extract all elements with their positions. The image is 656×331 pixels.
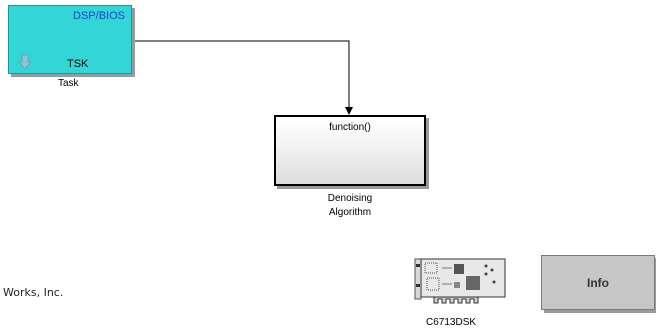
copyright-text: Works, Inc. <box>3 286 64 299</box>
function-caption-line1: Denoising <box>327 193 373 204</box>
function-block-caption[interactable]: Denoising Algorithm <box>300 192 400 220</box>
task-block-label: TSK <box>67 58 89 70</box>
board-caption[interactable]: C6713DSK <box>426 317 477 328</box>
circuit-board-icon[interactable] <box>414 256 506 306</box>
function-call-subsystem-block[interactable]: function() <box>274 115 426 186</box>
info-button[interactable]: Info <box>541 255 655 310</box>
task-block-header: DSP/BIOS <box>73 10 125 22</box>
down-arrow-icon <box>18 54 32 70</box>
task-caption[interactable]: Task <box>58 78 79 89</box>
task-block[interactable]: DSP/BIOS TSK <box>8 5 132 74</box>
function-block-label: function() <box>329 122 371 133</box>
function-caption-line2: Algorithm <box>328 207 372 218</box>
